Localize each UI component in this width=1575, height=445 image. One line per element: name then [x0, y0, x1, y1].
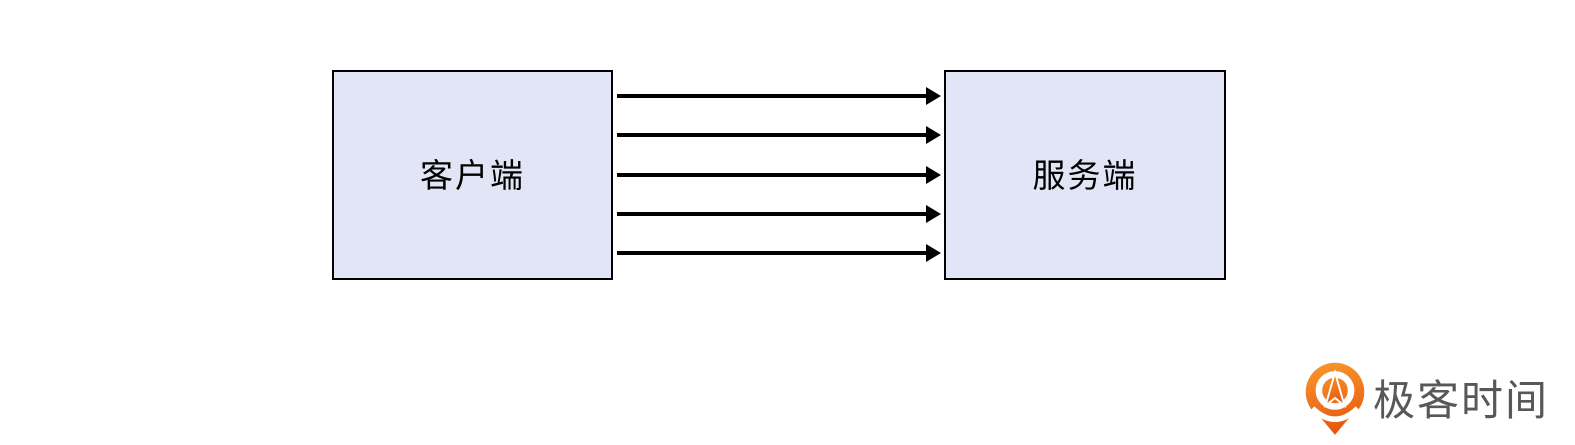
arrow-right — [617, 87, 941, 105]
logo-text: 极客时间 — [1373, 376, 1550, 424]
server-box-label: 服务端 — [1032, 156, 1138, 194]
client-box: 客户端 — [332, 70, 613, 280]
arrow-right — [617, 165, 941, 184]
arrow-right — [617, 244, 941, 262]
server-box: 服务端 — [944, 70, 1226, 280]
client-box-label: 客户端 — [420, 156, 525, 194]
arrows-group — [617, 87, 941, 262]
geektime-pin-icon — [1301, 360, 1369, 441]
geektime-logo: 极客时间 — [1301, 360, 1549, 441]
arrow-right — [617, 126, 941, 145]
arrow-right — [617, 204, 941, 223]
